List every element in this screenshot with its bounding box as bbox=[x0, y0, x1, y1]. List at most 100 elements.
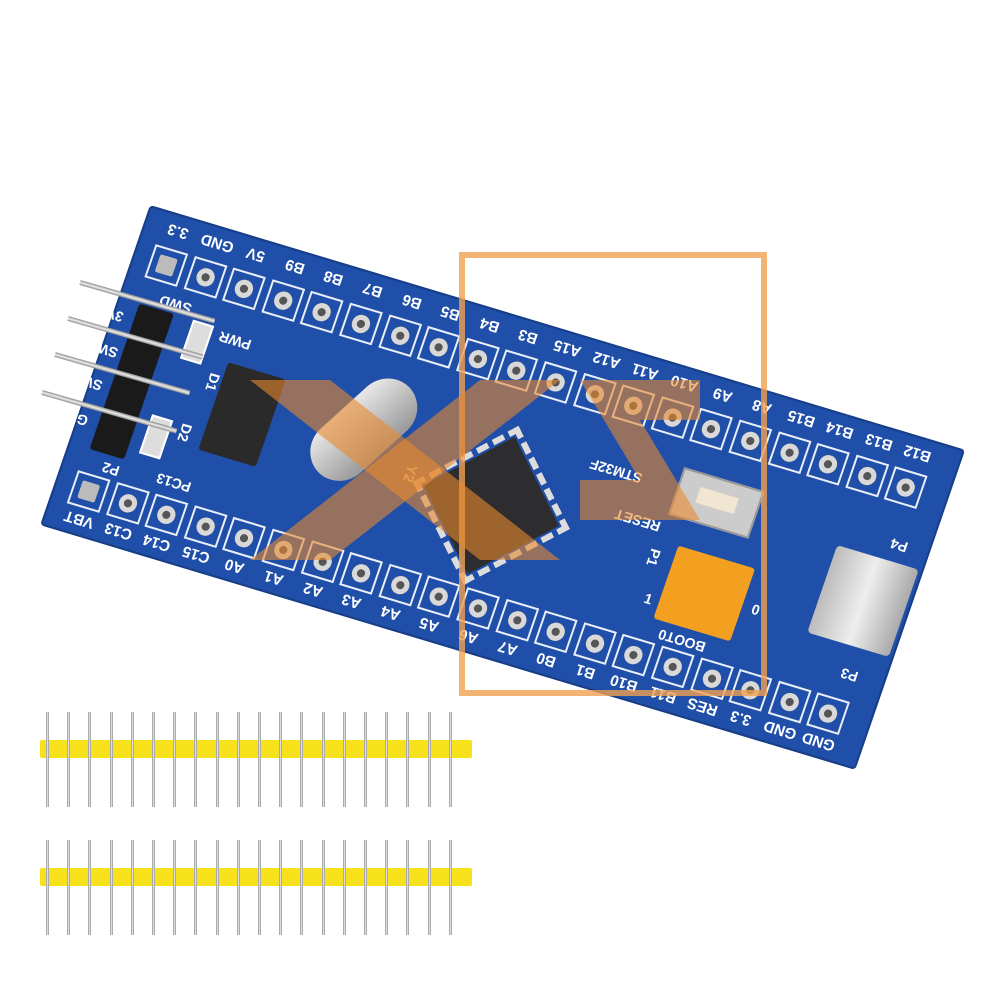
pin-label: B7 bbox=[360, 278, 385, 301]
header-pin bbox=[67, 840, 71, 935]
pin-pad bbox=[689, 657, 734, 700]
pin-label: B9 bbox=[282, 255, 307, 278]
header-pin bbox=[385, 712, 389, 807]
header-pin bbox=[321, 840, 325, 935]
header-pin bbox=[109, 840, 113, 935]
pin-label: B6 bbox=[399, 290, 424, 313]
header-pin bbox=[88, 712, 92, 807]
pin-pad bbox=[494, 598, 539, 642]
pin-label: B12 bbox=[901, 441, 934, 466]
y2-label: Y2 bbox=[400, 463, 422, 485]
pin-pad bbox=[183, 255, 228, 299]
header-pin bbox=[448, 840, 452, 935]
pin-pad bbox=[611, 633, 656, 677]
pin-pad bbox=[222, 516, 267, 560]
header-pin bbox=[427, 712, 431, 807]
swd-pin-swio: SWIO bbox=[78, 335, 121, 362]
header-pin bbox=[152, 712, 155, 807]
header-pin bbox=[236, 840, 240, 935]
header-pin bbox=[258, 712, 261, 807]
pin-pad bbox=[884, 466, 928, 510]
pin-label: A8 bbox=[750, 395, 775, 418]
pin-pad bbox=[378, 563, 423, 607]
pin-label: GND bbox=[198, 229, 236, 256]
header-pin bbox=[279, 840, 283, 935]
header-pin bbox=[258, 840, 261, 935]
header-pin bbox=[300, 712, 304, 807]
header-pin bbox=[215, 840, 219, 935]
micro-usb-port[interactable] bbox=[807, 545, 919, 657]
header-pin bbox=[194, 712, 198, 807]
pin-pad bbox=[455, 337, 500, 381]
pin-pad bbox=[416, 325, 461, 369]
stm32-chip bbox=[412, 425, 570, 585]
pin-pad bbox=[338, 302, 383, 346]
pwr-label: PWR bbox=[216, 328, 254, 354]
header-pin bbox=[67, 712, 71, 807]
header-pin bbox=[88, 840, 92, 935]
pin-pad bbox=[650, 396, 695, 439]
pin-pad bbox=[767, 431, 812, 474]
pin-label: A12 bbox=[590, 347, 623, 372]
pin-pad bbox=[806, 692, 851, 736]
pin-label: B15 bbox=[784, 405, 818, 431]
pin-pad bbox=[806, 442, 851, 486]
pin-pad bbox=[417, 575, 462, 619]
header-pin bbox=[130, 840, 134, 935]
pin-pad bbox=[650, 645, 695, 689]
pc13-label: PC13 bbox=[154, 470, 194, 496]
p2-label: P2 bbox=[99, 459, 122, 480]
pin-pad bbox=[533, 610, 578, 654]
reset-button[interactable] bbox=[667, 467, 765, 539]
header-pin bbox=[427, 840, 431, 935]
pin-pad bbox=[767, 680, 812, 724]
header-pin bbox=[364, 712, 367, 807]
pin-pad bbox=[572, 622, 617, 665]
pin-pad bbox=[261, 528, 306, 572]
pin-label: B13 bbox=[862, 429, 895, 454]
header-pin bbox=[342, 840, 346, 935]
pin-pad bbox=[377, 314, 422, 358]
pin-label: A10 bbox=[668, 370, 701, 396]
p4-label: P4 bbox=[888, 535, 910, 556]
header-pin bbox=[406, 712, 410, 807]
pin-pad bbox=[611, 384, 656, 428]
header-pin bbox=[173, 840, 177, 935]
pin-label: A9 bbox=[711, 383, 736, 406]
pin-pad bbox=[689, 407, 734, 451]
p3-label: P3 bbox=[838, 664, 861, 686]
header-pin bbox=[46, 840, 49, 935]
pin-pad bbox=[339, 551, 384, 595]
header-pin bbox=[236, 712, 240, 807]
pin-pad bbox=[144, 493, 189, 537]
pin-pad bbox=[300, 290, 344, 334]
pin-label: A15 bbox=[551, 335, 584, 361]
header-pin bbox=[364, 840, 367, 935]
header-pin bbox=[385, 840, 389, 935]
header-pin bbox=[109, 712, 113, 807]
header-pin bbox=[321, 712, 325, 807]
swd-pin-3v3: 3V3 bbox=[96, 302, 126, 326]
pin-label: B8 bbox=[321, 266, 346, 289]
header-pin bbox=[300, 840, 304, 935]
pin-pad bbox=[845, 454, 890, 498]
pin-pad bbox=[261, 279, 306, 322]
pin-pad bbox=[533, 361, 578, 404]
pin-label: 3.3 bbox=[165, 219, 191, 243]
one-label: 1 bbox=[642, 589, 655, 608]
d2-label: D2 bbox=[174, 421, 196, 444]
reset-label: RESET bbox=[612, 506, 663, 535]
boot-jumpers[interactable] bbox=[653, 545, 756, 642]
zero-label: 0 bbox=[749, 600, 763, 619]
pin-pad bbox=[105, 481, 150, 525]
pin-pad bbox=[572, 372, 617, 416]
pin-pad bbox=[222, 267, 267, 311]
pin-pad bbox=[728, 419, 773, 463]
header-pin bbox=[152, 840, 155, 935]
pin-label: B4 bbox=[477, 313, 502, 336]
header-pin bbox=[406, 840, 410, 935]
pin-pad bbox=[66, 470, 111, 513]
pin-label: 5V bbox=[244, 243, 268, 266]
header-pin bbox=[130, 712, 134, 807]
